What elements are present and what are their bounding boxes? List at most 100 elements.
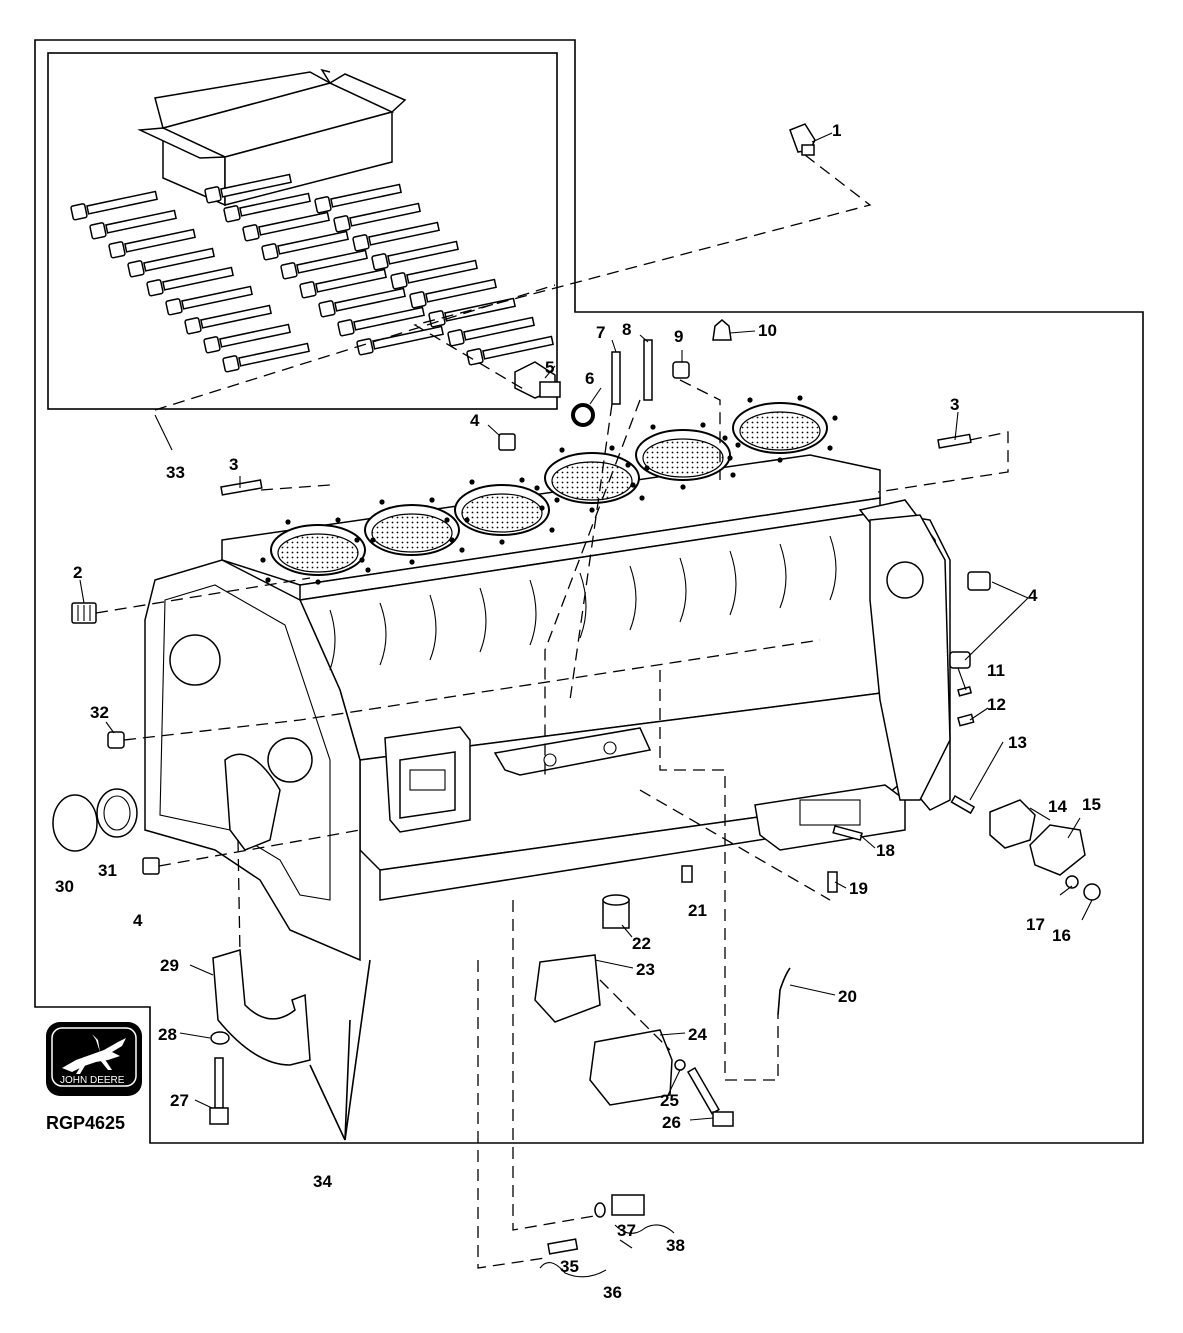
part-19-stud bbox=[827, 871, 838, 893]
callout-12: 12 bbox=[987, 695, 1006, 714]
part-32-plug bbox=[107, 731, 125, 749]
part-2-plug bbox=[71, 602, 97, 624]
head-bolt bbox=[371, 240, 459, 271]
deck-hole bbox=[644, 465, 650, 471]
deck-hole bbox=[797, 395, 803, 401]
front-bracket bbox=[754, 784, 906, 851]
deck-hole bbox=[650, 424, 656, 430]
callout-6: 6 bbox=[585, 369, 594, 388]
side-cover bbox=[384, 726, 471, 833]
callout-21: 21 bbox=[688, 901, 707, 920]
head-bolt bbox=[70, 190, 158, 221]
head-bolts-group bbox=[70, 173, 554, 373]
callout-15: 15 bbox=[1082, 795, 1101, 814]
head-bolt bbox=[333, 202, 421, 233]
callout-2: 2 bbox=[73, 563, 82, 582]
callout-16: 16 bbox=[1052, 926, 1071, 945]
deck-holes bbox=[260, 395, 838, 585]
deck-hole bbox=[549, 527, 555, 533]
deck-hole bbox=[539, 505, 545, 511]
callout-35: 35 bbox=[560, 1257, 579, 1276]
callout-19: 19 bbox=[849, 879, 868, 898]
callout-31: 31 bbox=[98, 861, 117, 880]
part-10-cap bbox=[712, 319, 732, 341]
part-3-stud-left bbox=[220, 479, 263, 496]
head-bolt bbox=[409, 278, 497, 309]
part-28-washer bbox=[210, 1031, 230, 1045]
part-16-nut bbox=[1083, 883, 1101, 901]
part-27-bolt bbox=[209, 1057, 229, 1125]
callout-24: 24 bbox=[688, 1025, 707, 1044]
deck-hole bbox=[409, 559, 415, 565]
reference-code: RGP4625 bbox=[46, 1113, 125, 1133]
part-20-tube bbox=[777, 967, 791, 1016]
deck-hole bbox=[260, 557, 266, 563]
callout-4-left: 4 bbox=[133, 911, 143, 930]
brace-38 bbox=[614, 1224, 675, 1234]
cylinder-liner bbox=[277, 533, 359, 573]
head-bolt bbox=[352, 221, 440, 252]
head-bolt bbox=[222, 342, 310, 373]
head-bolt bbox=[204, 173, 292, 204]
deck-hole bbox=[499, 539, 505, 545]
bolt-kit-box bbox=[47, 52, 558, 410]
part-24-cover bbox=[589, 1029, 673, 1106]
deck-hole bbox=[429, 497, 435, 503]
callout-3-left: 3 bbox=[229, 455, 238, 474]
deck-hole bbox=[265, 577, 271, 583]
cylinder-liner bbox=[461, 493, 543, 533]
deck-hole bbox=[285, 519, 291, 525]
callout-17: 17 bbox=[1026, 915, 1045, 934]
deck-hole bbox=[777, 457, 783, 463]
callout-14: 14 bbox=[1048, 797, 1067, 816]
part-23-gasket bbox=[534, 954, 601, 1023]
callout-36: 36 bbox=[603, 1283, 622, 1302]
head-bolt bbox=[356, 325, 444, 356]
deck-hole bbox=[365, 567, 371, 573]
cylinder-liner bbox=[371, 513, 453, 553]
deck-hole bbox=[589, 507, 595, 513]
deck-hole bbox=[747, 397, 753, 403]
callout-22: 22 bbox=[632, 934, 651, 953]
cylinder-liner bbox=[551, 461, 633, 501]
deck-hole bbox=[727, 455, 733, 461]
callout-32: 32 bbox=[90, 703, 109, 722]
head-bolt bbox=[318, 287, 406, 318]
deck-hole bbox=[359, 557, 365, 563]
cylinder-liner bbox=[739, 411, 821, 451]
cylinder-bores bbox=[270, 402, 828, 576]
head-bolt bbox=[127, 247, 215, 278]
part-37-fitting bbox=[594, 1194, 645, 1218]
head-bolt bbox=[165, 285, 253, 316]
water-jacket-ribs bbox=[329, 535, 837, 671]
head-bolt bbox=[390, 259, 478, 290]
part-3-stud-right bbox=[937, 433, 972, 449]
callout-4-right: 4 bbox=[1028, 586, 1038, 605]
callout-29: 29 bbox=[160, 956, 179, 975]
part-5-fitting bbox=[514, 361, 561, 399]
callout-11: 11 bbox=[987, 661, 1005, 680]
deck-hole bbox=[534, 485, 540, 491]
head-bolt bbox=[184, 304, 272, 335]
callout-23: 23 bbox=[636, 960, 655, 979]
head-bolt bbox=[314, 183, 402, 214]
deck-hole bbox=[335, 517, 341, 523]
callout-9: 9 bbox=[674, 327, 683, 346]
part-30-plug bbox=[52, 794, 98, 852]
rear-bore bbox=[169, 634, 221, 686]
callout-37: 37 bbox=[617, 1221, 636, 1240]
deck-hole bbox=[700, 422, 706, 428]
deck-hole bbox=[370, 537, 376, 543]
deck-hole bbox=[469, 479, 475, 485]
part-8-stud bbox=[643, 339, 653, 401]
deck-hole bbox=[630, 482, 636, 488]
part-9-plug bbox=[672, 361, 690, 379]
dashed-leaders bbox=[95, 154, 1009, 1269]
callout-5: 5 bbox=[545, 358, 554, 377]
solid-leaders bbox=[79, 132, 1093, 1249]
head-bolt bbox=[223, 192, 311, 223]
part-7-stud bbox=[611, 351, 621, 405]
head-bolt bbox=[146, 266, 234, 297]
head-bolt bbox=[261, 230, 349, 261]
